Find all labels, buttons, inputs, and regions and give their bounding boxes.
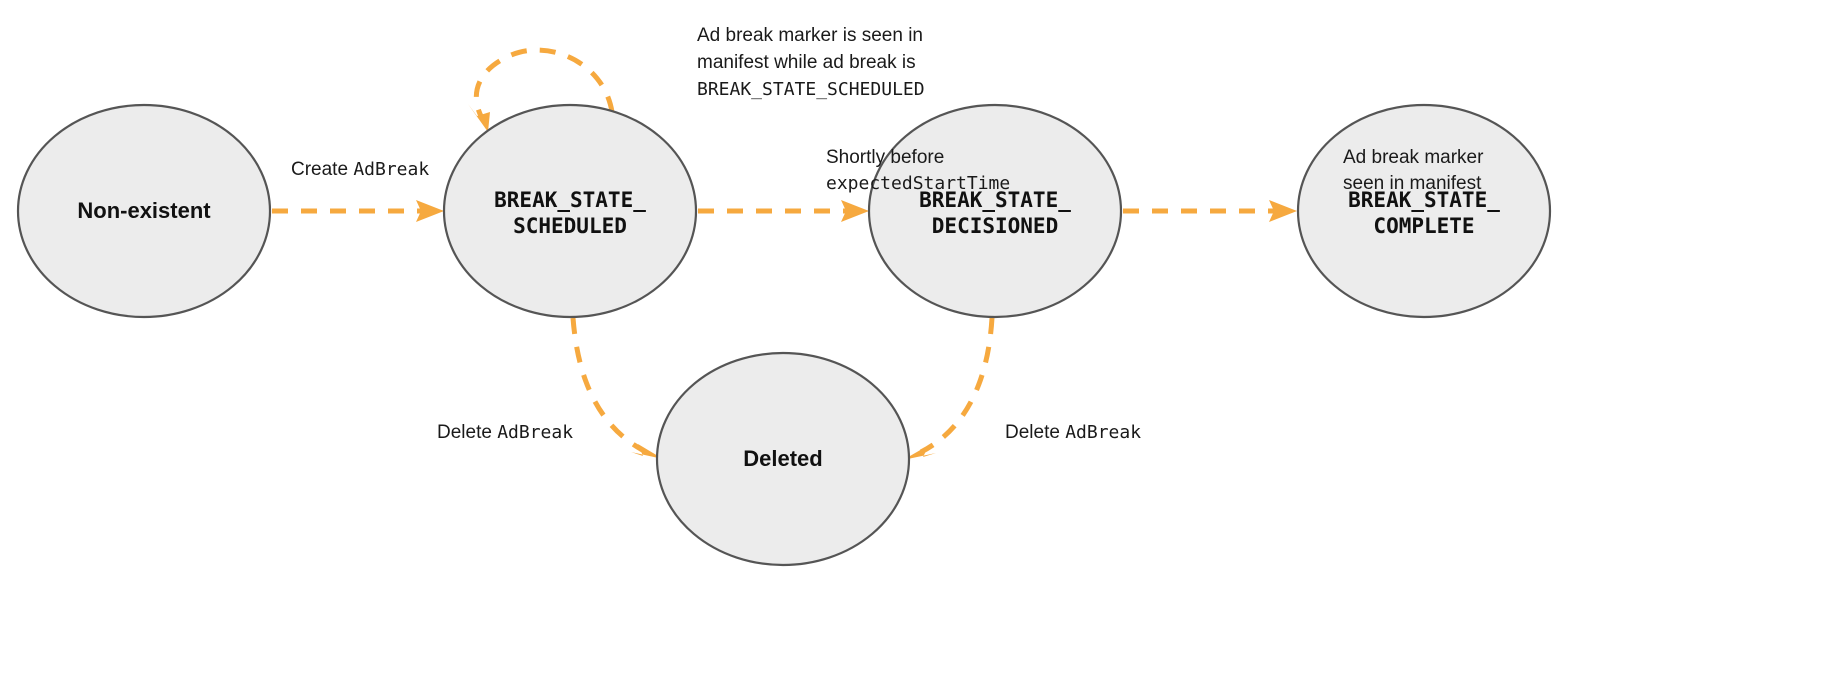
edge-label-marker-seen: Ad break marker seen in manifest [1343,147,1484,194]
node-break-state-complete-label-line2: COMPLETE [1373,214,1474,238]
node-non-existent-shape[interactable] [16,103,272,319]
node-break-state-scheduled[interactable]: BREAK_STATE_ SCHEDULED [442,103,698,319]
node-deleted[interactable]: Deleted [655,351,911,567]
edge-marker-seen-in-manifest [1123,200,1297,222]
node-break-state-scheduled-label-line1: BREAK_STATE_ [494,188,646,212]
node-break-state-decisioned-label-line2: DECISIONED [932,214,1058,238]
edge-self-loop-path [473,47,615,120]
edge-delete-from-scheduled [570,317,663,459]
edge-label-self-loop-line2: manifest while ad break is [697,52,916,73]
edge-label-delete-right-mono: AdBreak [1065,422,1141,443]
node-break-state-complete-shape[interactable] [1296,103,1552,319]
node-deleted-label: Deleted [743,446,822,471]
edge-shortly-before-arrowhead [841,200,869,222]
edge-label-create-adbreak: Create AdBreak [291,159,429,180]
edge-delete-left-path [570,317,648,455]
edge-label-shortly-line2: expectedStartTime [826,173,1010,194]
node-non-existent-label: Non-existent [77,198,211,223]
node-break-state-complete-label-line1: BREAK_STATE_ [1348,188,1500,212]
edge-label-delete-left: Delete AdBreak [437,422,573,443]
edge-self-loop-arrowhead [468,104,490,132]
edge-label-delete-right: Delete AdBreak [1005,422,1141,443]
edge-create-adbreak-arrowhead [416,200,444,222]
edge-marker-seen-arrowhead [1269,200,1297,222]
edge-delete-left-arrowhead [631,444,663,459]
edge-label-self-loop: Ad break marker is seen in manifest whil… [697,25,925,100]
edge-delete-right-arrowhead [903,445,936,460]
edge-label-create-plain: Create [291,159,353,180]
node-break-state-scheduled-label-line2: SCHEDULED [513,214,627,238]
node-break-state-decisioned[interactable]: BREAK_STATE_ DECISIONED [867,103,1123,319]
node-deleted-shape[interactable] [655,351,911,567]
node-break-state-decisioned-label-line1: BREAK_STATE_ [919,188,1071,212]
edge-label-self-loop-line3: BREAK_STATE_SCHEDULED [697,79,925,100]
edge-label-delete-left-plain: Delete [437,422,497,443]
edge-delete-right-path [919,317,995,455]
edge-create-adbreak [272,200,444,222]
edge-label-delete-left-text: Delete AdBreak [437,422,573,443]
node-break-state-scheduled-shape[interactable] [442,103,698,319]
edge-label-create-adbreak-text: Create AdBreak [291,159,429,180]
edge-label-marker-line2: seen in manifest [1343,173,1482,194]
node-break-state-complete[interactable]: BREAK_STATE_ COMPLETE [1296,103,1552,319]
edge-label-shortly-before: Shortly before expectedStartTime [826,147,1010,194]
edge-label-delete-left-mono: AdBreak [497,422,573,443]
edge-label-shortly-line1: Shortly before [826,147,944,168]
edge-delete-from-decisioned [903,317,995,460]
edge-label-self-loop-line1: Ad break marker is seen in [697,25,923,46]
edge-label-delete-right-plain: Delete [1005,422,1065,443]
edge-ad-break-marker-self-loop [468,47,615,132]
edge-label-delete-right-text: Delete AdBreak [1005,422,1141,443]
edge-label-create-mono: AdBreak [353,159,429,180]
edge-shortly-before [698,200,869,222]
edge-label-marker-line1: Ad break marker [1343,147,1484,168]
node-non-existent[interactable]: Non-existent [16,103,272,319]
node-break-state-decisioned-shape[interactable] [867,103,1123,319]
